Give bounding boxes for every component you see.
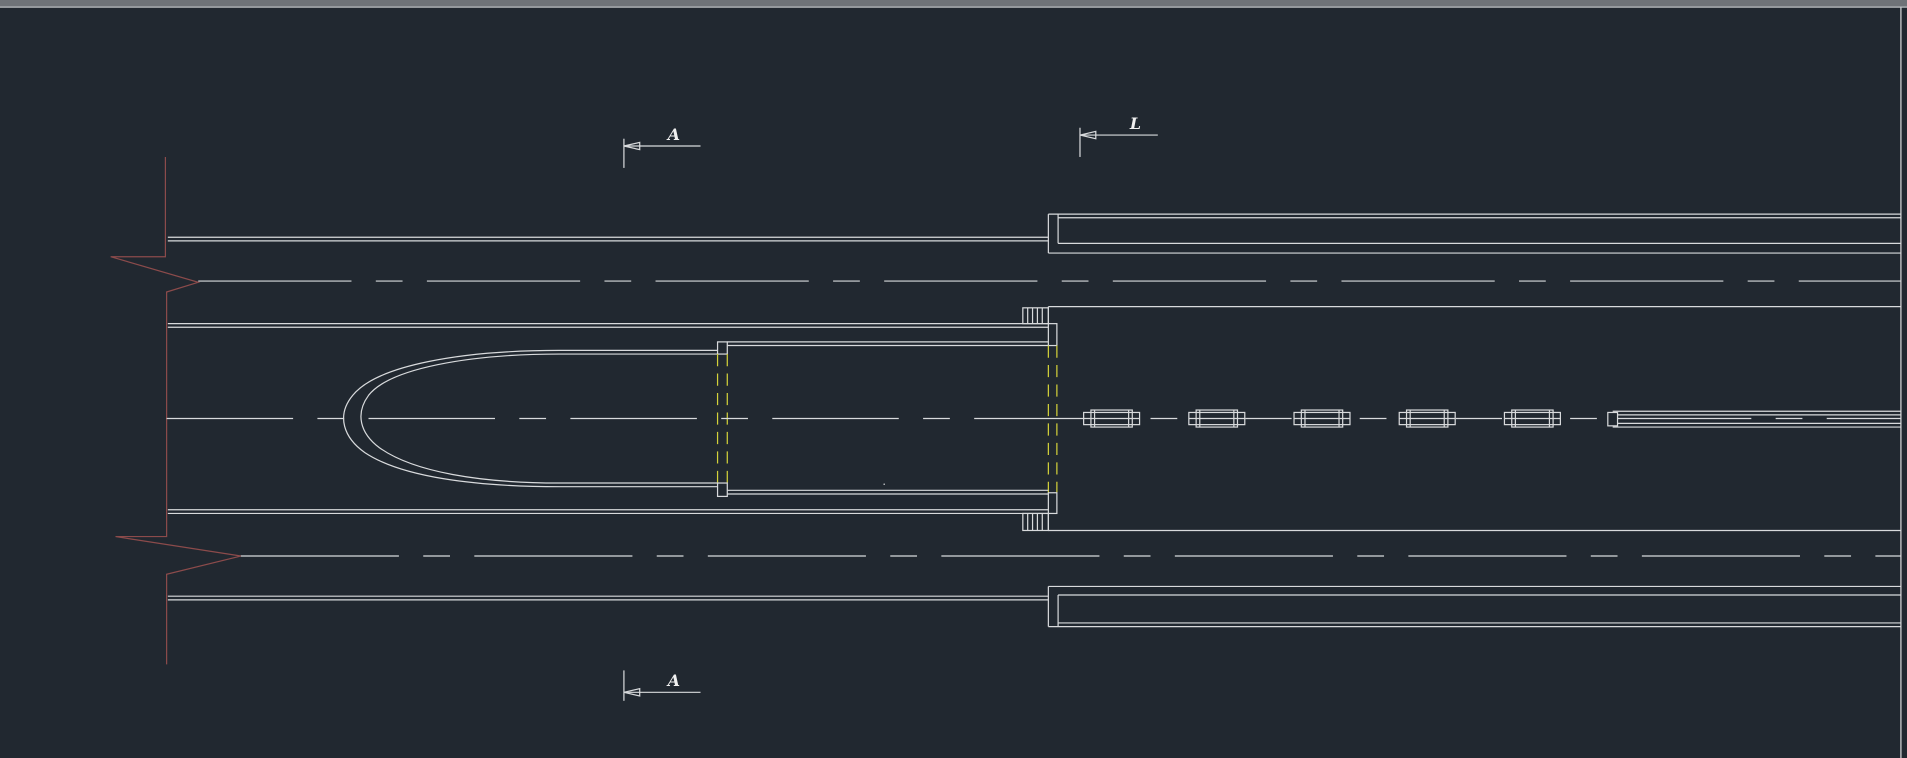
bottom-road-edge [167, 595, 1049, 601]
section-label: A [666, 125, 680, 144]
break-line [110, 156, 241, 665]
point-marker [883, 483, 885, 485]
section-label: A [666, 671, 680, 690]
bottom-right-wall [1047, 585, 1901, 628]
section-label: L [1129, 114, 1141, 133]
pier [1293, 409, 1351, 428]
section-mark-a-top[interactable]: A [623, 125, 701, 168]
top-border-highlight [0, 6, 1907, 8]
section-mark-l[interactable]: L [1079, 114, 1158, 157]
long-pier [1607, 410, 1901, 428]
top-road-edge [167, 236, 1049, 242]
top-border-bar [0, 0, 1907, 7]
pier [1083, 409, 1141, 428]
top-right-wall [1047, 213, 1901, 254]
pier-group [1083, 409, 1561, 428]
section-mark-a-bottom[interactable]: A [623, 670, 701, 701]
u-shaped-ramp [343, 349, 718, 488]
pier [1188, 409, 1246, 428]
pier [1398, 409, 1456, 428]
lower-tunnel-edge [167, 482, 1901, 532]
upper-tunnel-edge [167, 305, 1901, 355]
pier [1503, 409, 1561, 428]
